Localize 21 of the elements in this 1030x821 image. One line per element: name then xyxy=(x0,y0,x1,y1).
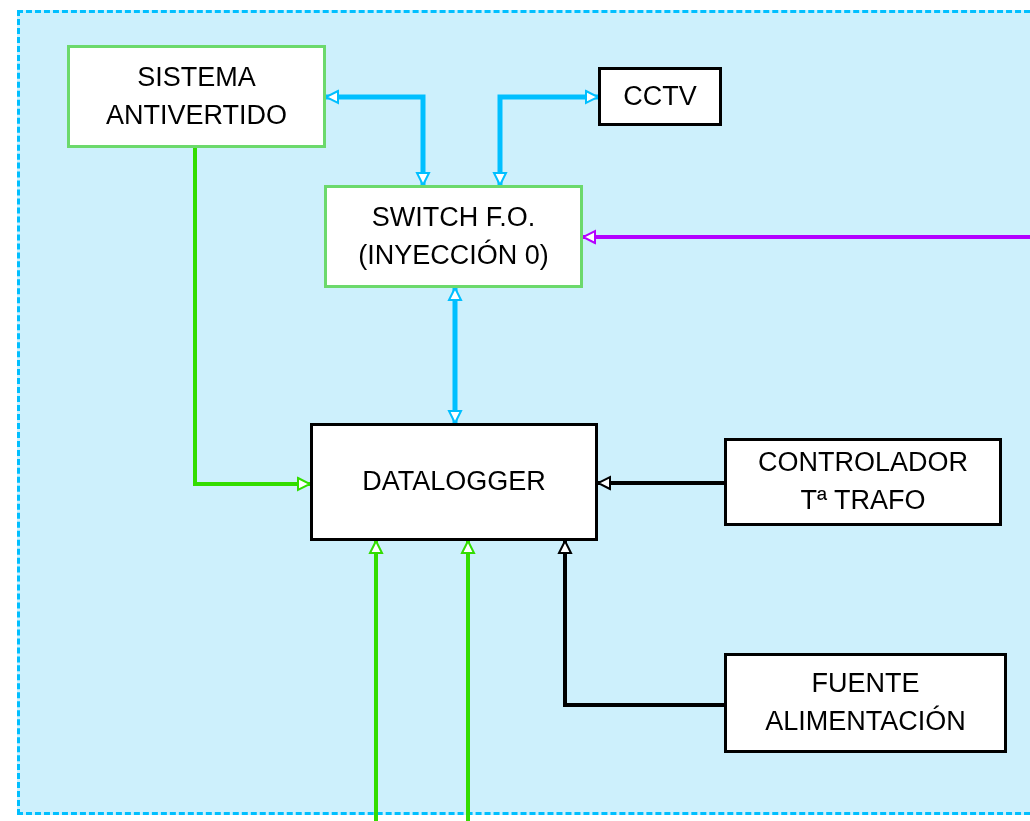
arrow xyxy=(448,287,462,424)
box-label: CCTV xyxy=(623,79,697,113)
box-label: FUENTE ALIMENTACIÓN xyxy=(764,667,967,738)
arrow xyxy=(369,540,383,821)
process-box xyxy=(598,67,722,126)
arrow xyxy=(597,476,724,490)
arrow xyxy=(558,540,724,707)
box-label: DATALOGGER xyxy=(362,465,546,499)
box-label: CONTROLADOR Tª TRAFO xyxy=(758,446,968,517)
arrow xyxy=(325,90,430,186)
process-box xyxy=(724,438,1002,526)
process-box xyxy=(324,185,583,288)
box-label: SISTEMA ANTIVERTIDO xyxy=(105,60,288,132)
arrow xyxy=(193,148,311,491)
arrow xyxy=(582,230,1030,244)
process-box xyxy=(724,653,1007,753)
process-box xyxy=(67,45,326,148)
arrow xyxy=(461,540,475,821)
process-box xyxy=(310,423,598,541)
arrow xyxy=(493,90,599,186)
box-label: SWITCH F.O. (INYECCIÓN 0) xyxy=(357,200,550,272)
